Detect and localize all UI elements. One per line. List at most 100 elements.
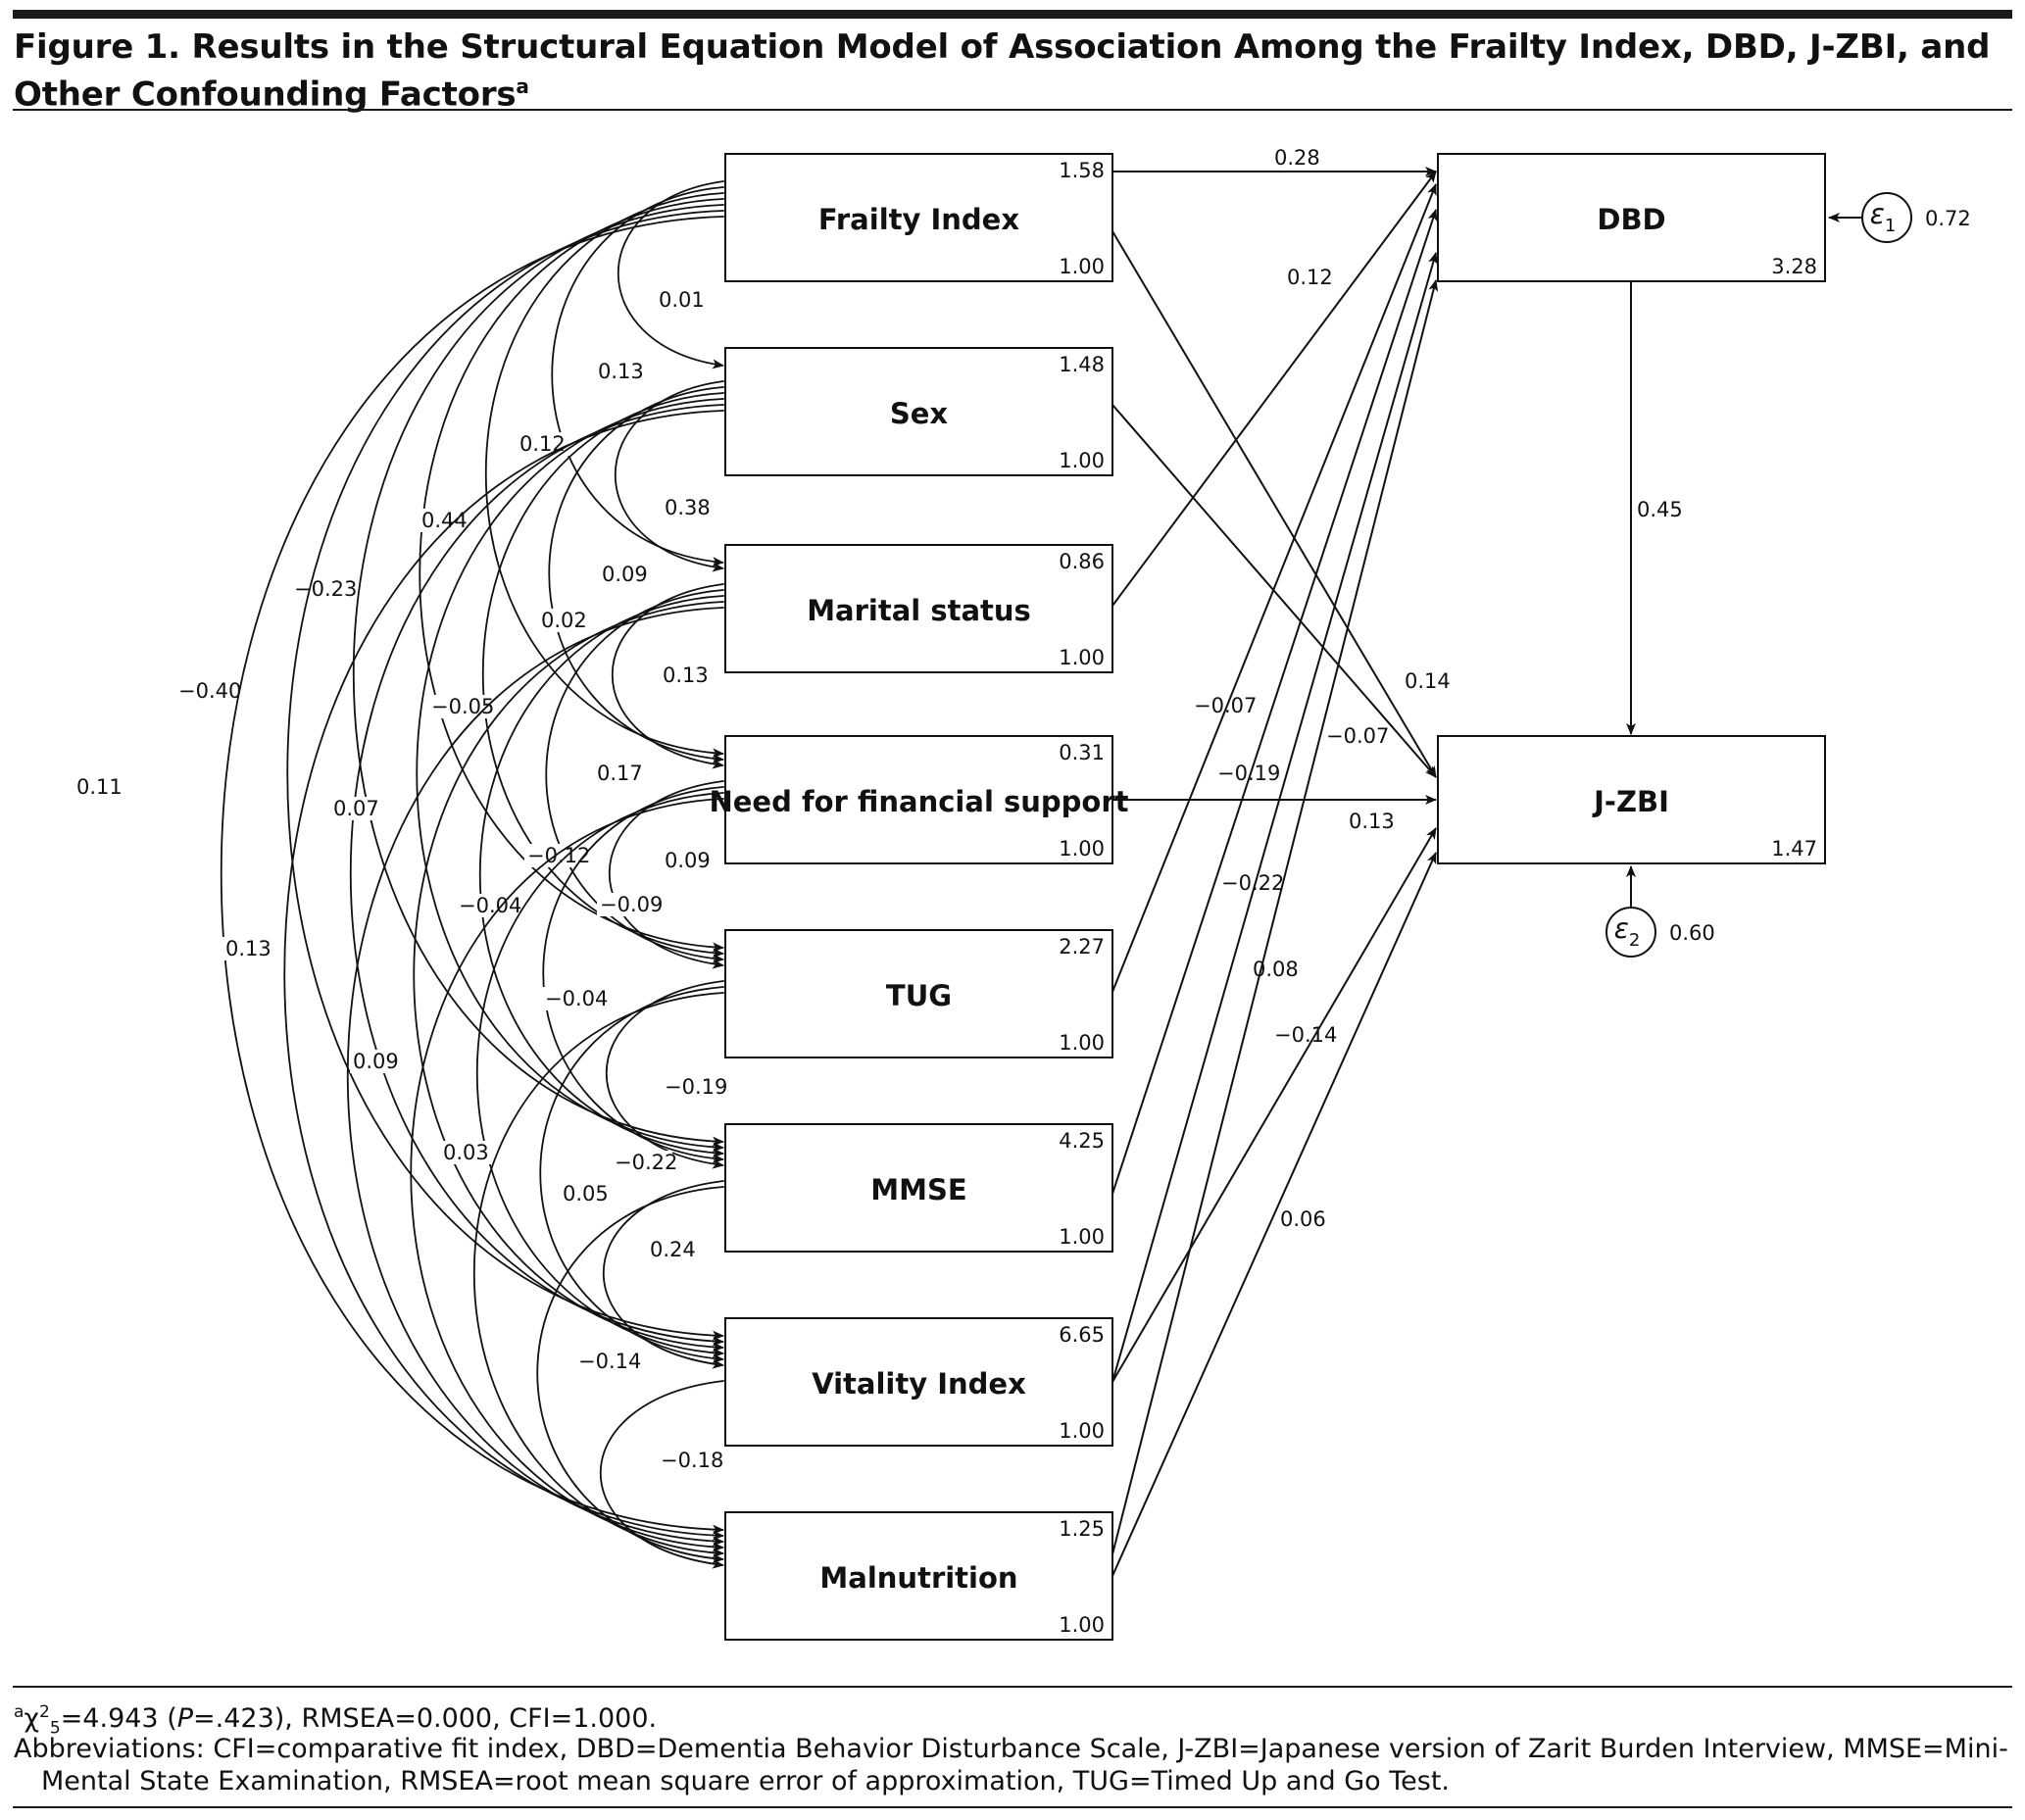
- path-coefficient: 0.06: [1280, 1207, 1326, 1231]
- covariance-arc: [476, 787, 735, 1358]
- covariance-arc: [419, 193, 735, 953]
- covariance-value: −0.14: [578, 1350, 641, 1373]
- covariance-arc: [473, 987, 735, 1558]
- covariance-value: 0.01: [659, 288, 705, 312]
- node-box: [724, 347, 1113, 476]
- path-vitality-to-jzbi: −0.14: [1111, 827, 1437, 1383]
- fit-text-1: =4.943 (: [60, 1703, 177, 1734]
- path-coefficient: 0.12: [1287, 266, 1333, 289]
- covariance-frailty-sex: 0.01: [617, 174, 735, 369]
- outcome-dbd: DBD 3.28: [1437, 153, 1826, 282]
- covariance-arc: [416, 393, 735, 1153]
- outcome-label: J-ZBI: [1592, 785, 1669, 818]
- path-financial-to-jzbi: 0.13: [1112, 795, 1437, 833]
- chi-subscript: 5: [49, 1718, 61, 1739]
- covariance-sex-vitality: 0.07: [330, 399, 735, 1347]
- covariance-arc: [283, 405, 735, 1541]
- path-coefficient: −0.07: [1194, 694, 1257, 717]
- covariance-arc: [611, 577, 735, 769]
- error-subscript: 2: [1629, 930, 1640, 951]
- outcome-intercept: 3.28: [1771, 255, 1817, 278]
- node-variance: 1.00: [1059, 1419, 1105, 1443]
- node-mean: 0.86: [1059, 550, 1105, 573]
- covariance-value: 0.11: [76, 775, 123, 799]
- covariance-tug-malnutrition: 0.05: [473, 987, 735, 1558]
- covariance-layer: 0.010.130.120.44−0.23−0.400.110.380.090.…: [74, 174, 735, 1569]
- error-e1: ε1 0.72: [1828, 192, 1971, 243]
- covariance-label-bg: [612, 1151, 672, 1174]
- node-label: TUG: [886, 979, 952, 1012]
- path-arrow: [1111, 827, 1437, 1383]
- outcome-label: DBD: [1597, 203, 1665, 236]
- covariance-label-bg: [330, 797, 391, 820]
- covariance-label-bg: [542, 987, 603, 1010]
- covariance-value: 0.13: [225, 937, 272, 960]
- covariance-mmse-vitality: 0.24: [602, 1174, 735, 1369]
- covariance-label-bg: [538, 609, 599, 632]
- path-arrow: [1111, 171, 1437, 607]
- covariance-sex-marital: 0.38: [614, 374, 735, 572]
- covariance-frailty-tug: 0.44: [419, 193, 735, 953]
- footnote-marker: a: [14, 1702, 25, 1722]
- covariance-financial-malnutrition: 0.03: [410, 793, 735, 1552]
- path-coefficient: 0.28: [1274, 146, 1320, 170]
- covariance-marital-financial: 0.13: [611, 577, 735, 769]
- covariance-frailty-mmse: −0.23: [291, 199, 735, 1147]
- covariance-label-bg: [660, 664, 720, 687]
- error-symbol: ε1: [1870, 198, 1897, 236]
- node-label: Malnutrition: [819, 1561, 1017, 1595]
- covariance-value: 0.17: [597, 762, 643, 785]
- covariance-value: 0.44: [421, 509, 468, 532]
- covariance-tug-vitality: −0.22: [539, 981, 735, 1364]
- path-arrow: [1111, 183, 1437, 993]
- covariance-marital-vitality: −0.04: [413, 596, 735, 1353]
- path-coefficient: −0.22: [1221, 871, 1284, 895]
- error-variance: 0.72: [1925, 207, 1971, 230]
- path-frailty-to-jzbi: 0.14: [1111, 230, 1451, 778]
- path-vitality-to-dbd: −0.22: [1111, 252, 1438, 1383]
- path-arrow: [1111, 252, 1438, 1383]
- covariance-arc: [410, 793, 735, 1552]
- covariance-label-bg: [517, 432, 577, 456]
- path-dbd-to-jzbi: 0.45: [1626, 281, 1683, 735]
- footnote-fit-statistics: aχ25=4.943 (P=.423), RMSEA=0.000, CFI=1.…: [14, 1697, 2013, 1745]
- covariance-arc: [617, 174, 735, 369]
- node-label: MMSE: [870, 1173, 966, 1206]
- top-rule: [13, 10, 2012, 19]
- node-mean: 1.48: [1059, 353, 1105, 376]
- covariance-value: 0.07: [333, 797, 379, 820]
- covariance-label-bg: [597, 893, 658, 916]
- covariance-arc: [605, 974, 735, 1169]
- covariance-arc: [286, 205, 735, 1341]
- covariance-arc: [346, 602, 735, 1547]
- covariance-financial-vitality: −0.04: [476, 787, 735, 1358]
- covariance-arc: [614, 374, 735, 572]
- covariance-label-bg: [175, 679, 236, 703]
- path-arrow: [1111, 279, 1439, 1555]
- covariance-arc: [536, 1181, 735, 1564]
- covariance-value: −0.09: [600, 893, 663, 916]
- covariance-mmse-malnutrition: −0.14: [536, 1181, 735, 1564]
- covariance-frailty-marital: 0.13: [551, 181, 735, 567]
- covariance-label-bg: [594, 762, 655, 785]
- node-mean: 6.65: [1059, 1323, 1105, 1347]
- node-box: [724, 1511, 1113, 1641]
- covariance-sex-malnutrition: 0.13: [222, 405, 735, 1541]
- title-rule: [13, 109, 2012, 111]
- node-label: Vitality Index: [812, 1367, 1026, 1401]
- covariance-label-bg: [658, 1449, 718, 1472]
- covariance-value: −0.40: [178, 679, 241, 703]
- covariance-value: 0.05: [563, 1182, 609, 1205]
- covariance-marital-malnutrition: 0.09: [346, 602, 735, 1547]
- covariance-label-bg: [440, 1141, 501, 1164]
- covariance-arc: [600, 1374, 735, 1569]
- path-mmse-to-dbd: −0.19: [1111, 209, 1438, 1195]
- node-mean: 2.27: [1059, 935, 1105, 959]
- node-mean: 1.25: [1059, 1517, 1105, 1541]
- covariance-financial-mmse: −0.09: [542, 781, 735, 1164]
